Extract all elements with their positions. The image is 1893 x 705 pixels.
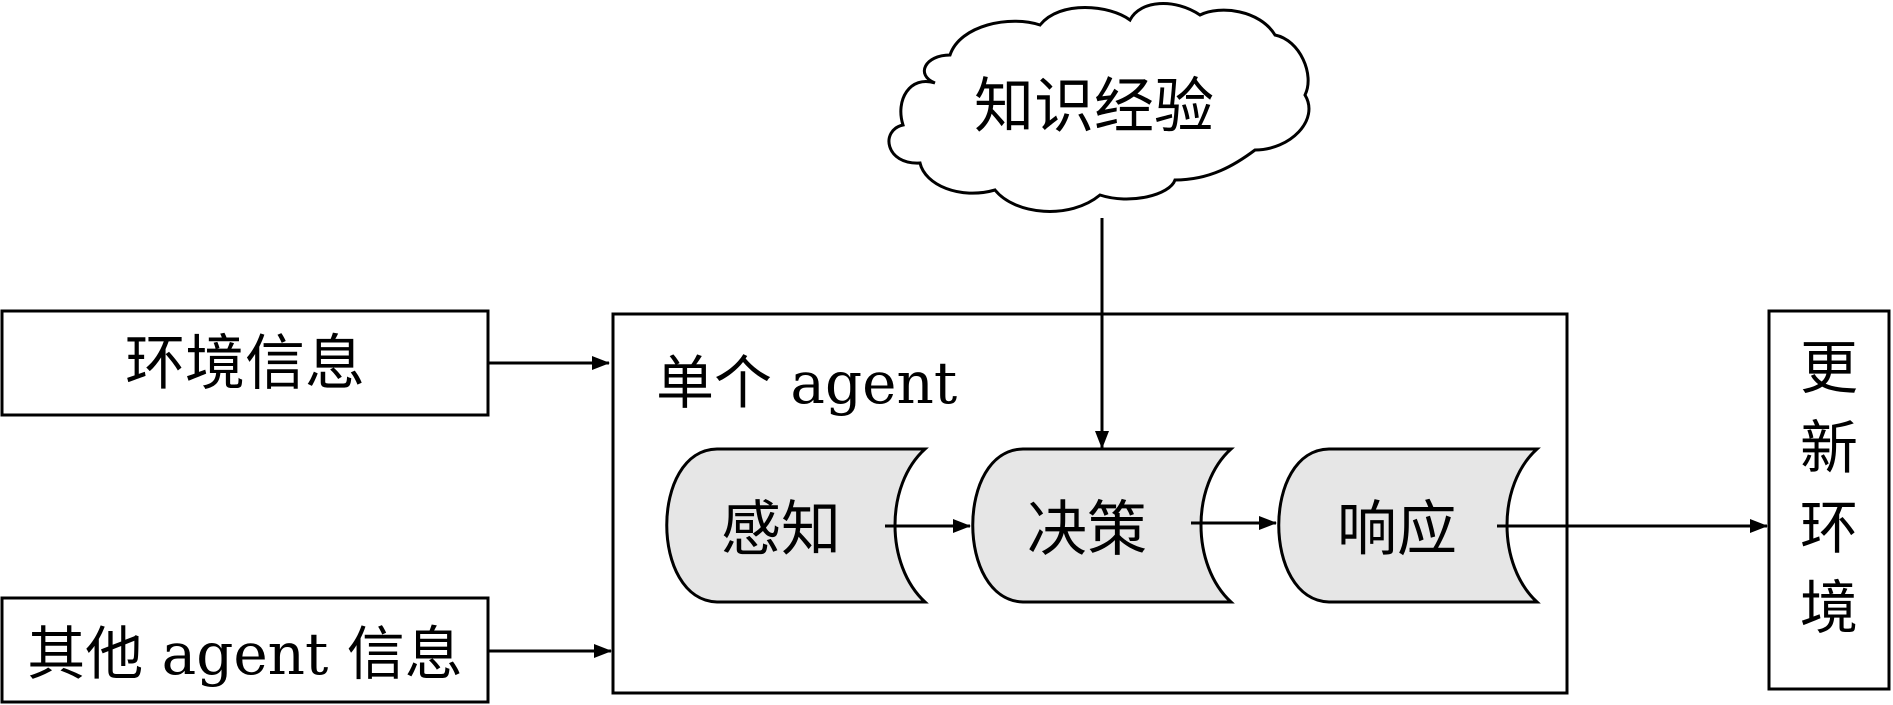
- env-info-label: 环境信息: [125, 329, 365, 399]
- stage-perception: 感知: [665, 447, 929, 604]
- knowledge-cloud: 知识经验: [887, 2, 1311, 213]
- update-env-box: 更 新 环 境: [1767, 309, 1891, 691]
- env-info-box: 环境信息: [0, 309, 490, 417]
- other-agent-info-label: 其他 agent 信息: [27, 620, 463, 688]
- knowledge-label: 知识经验: [974, 72, 1214, 142]
- update-env-char: 境: [1800, 574, 1858, 642]
- cloud-shape: [887, 2, 1311, 213]
- update-env-char: 更: [1800, 334, 1858, 402]
- stage-decision: 决策: [971, 447, 1235, 604]
- other-agent-info-box: 其他 agent 信息: [0, 596, 490, 704]
- update-env-char: 新: [1800, 414, 1858, 482]
- update-env-char: 环: [1800, 494, 1858, 562]
- stage-label: 响应: [1337, 495, 1457, 565]
- agent-title: 单个 agent: [656, 349, 957, 417]
- stage-response: 响应: [1277, 447, 1541, 604]
- stage-label: 感知: [721, 495, 841, 565]
- stage-label: 决策: [1027, 495, 1147, 565]
